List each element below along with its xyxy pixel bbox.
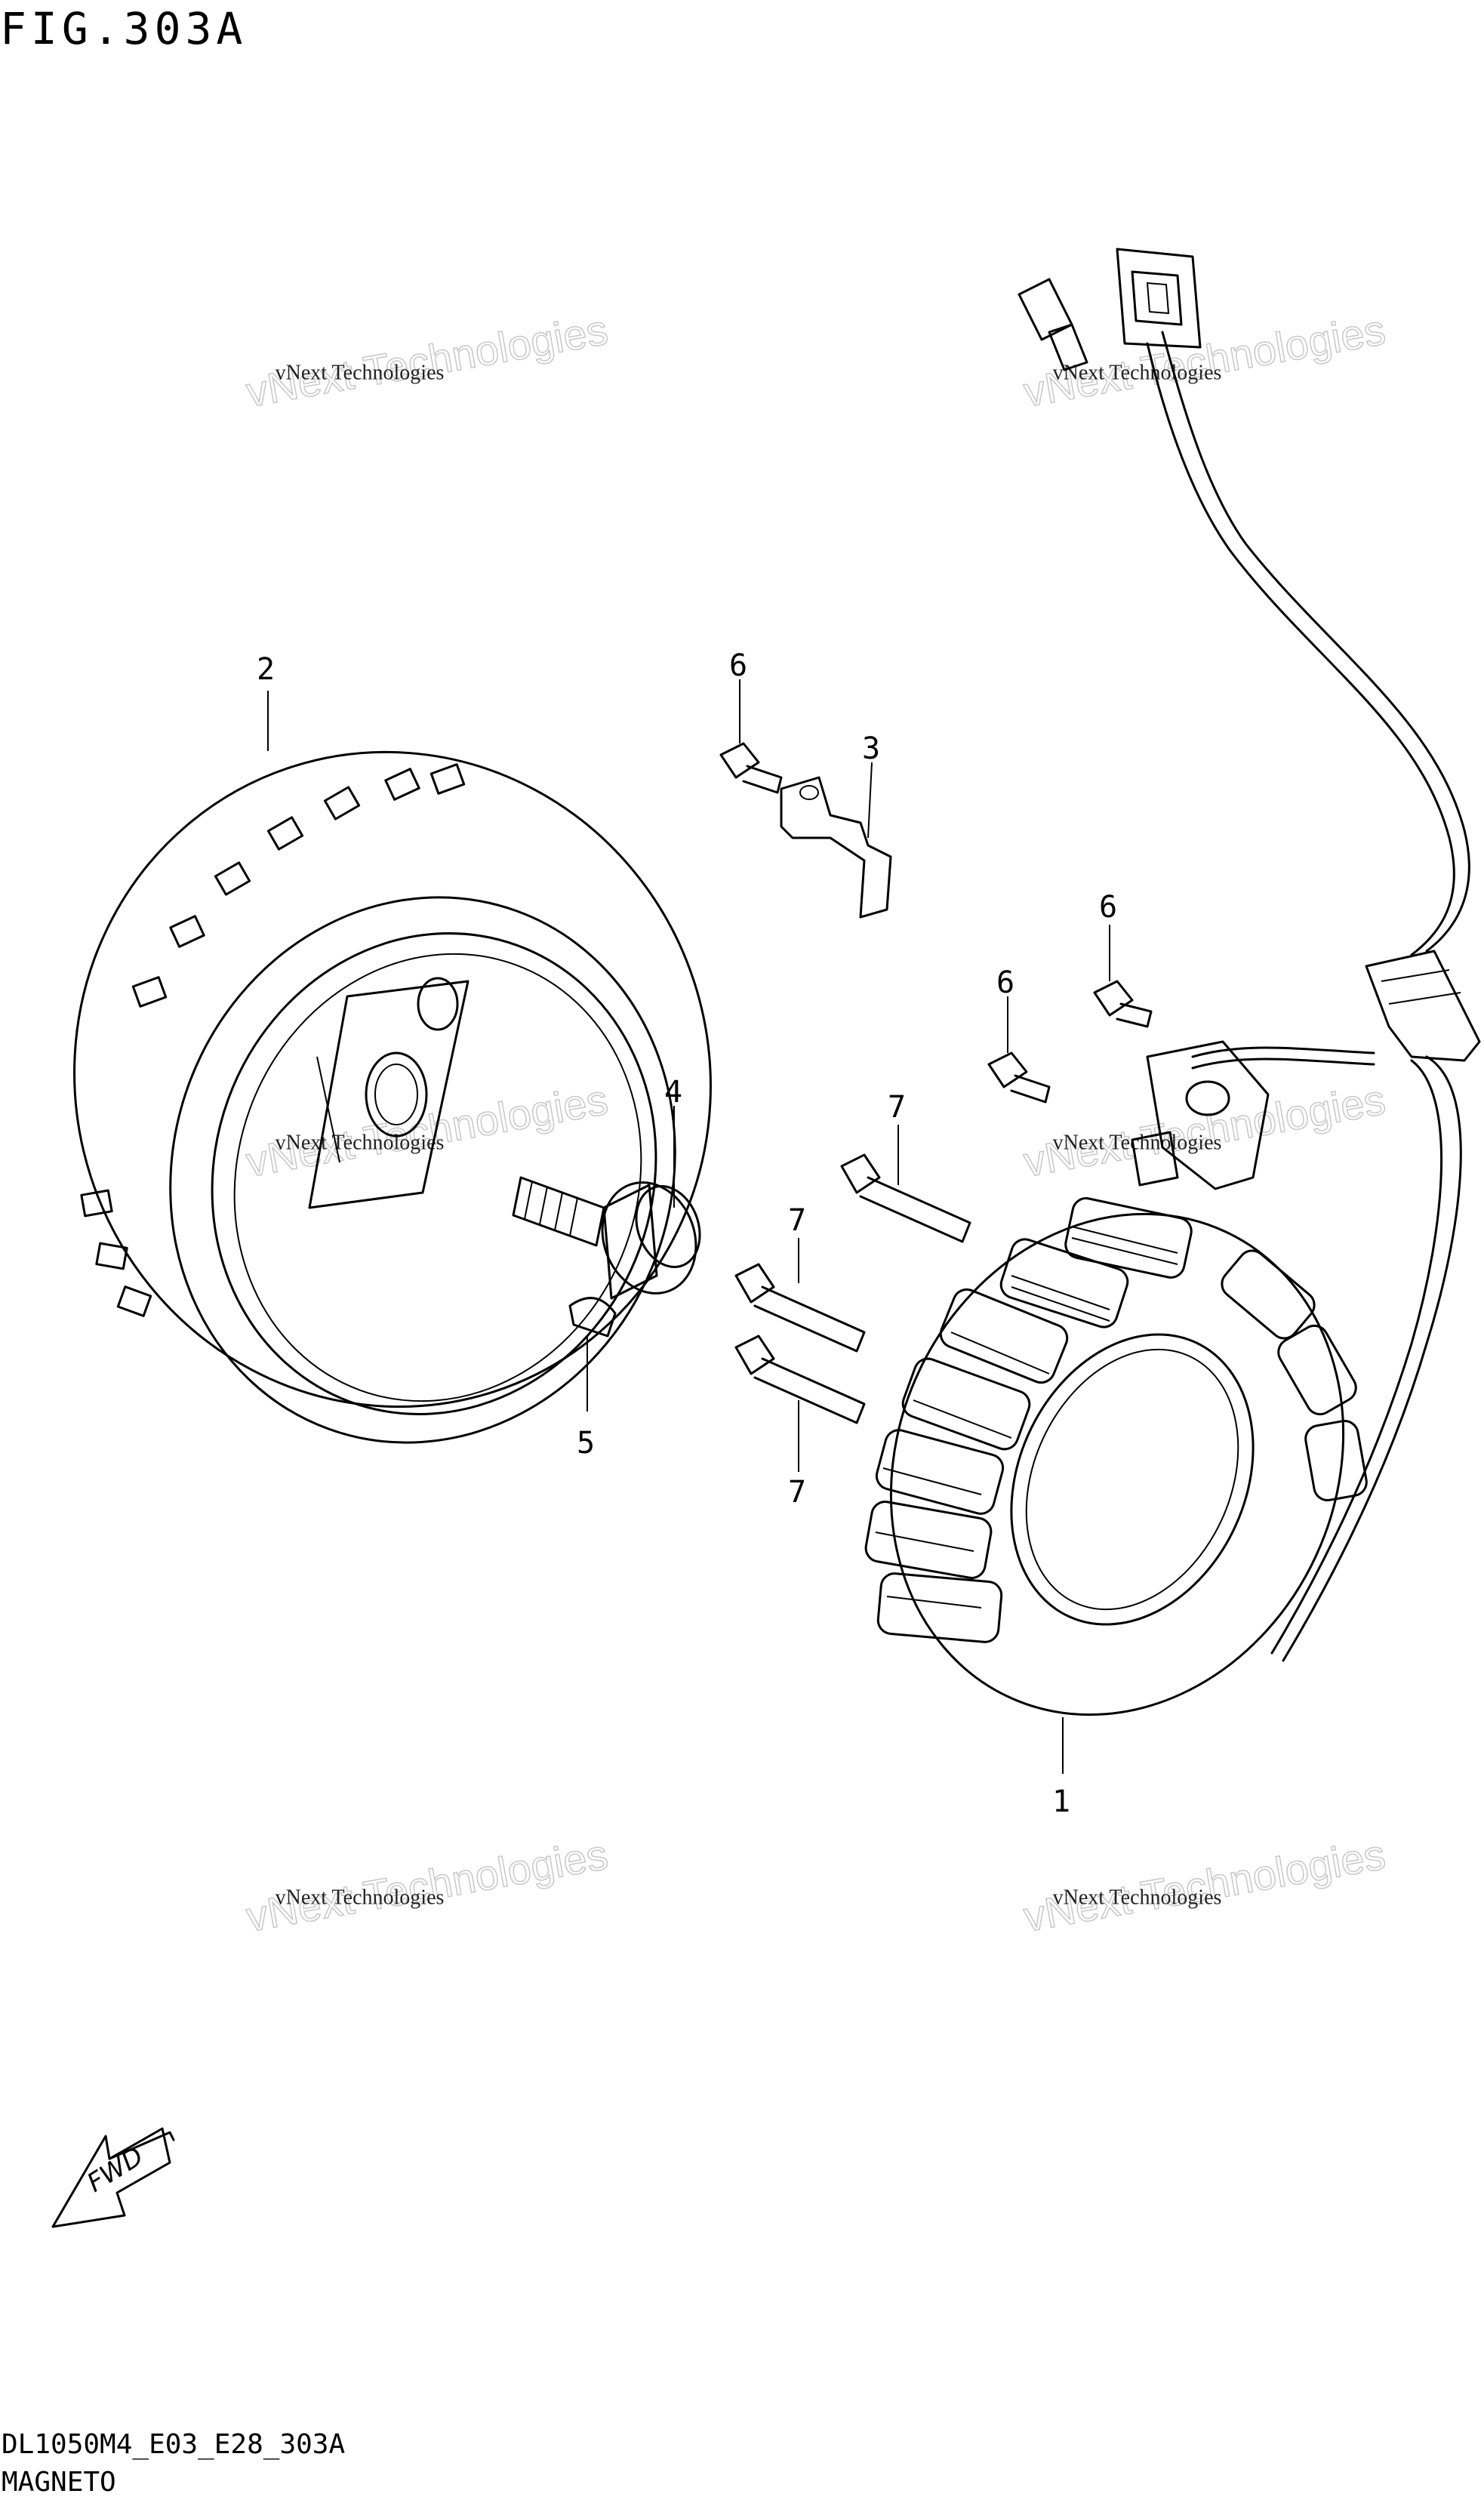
stator-outer [889, 1212, 1345, 1716]
bracket-part [780, 762, 892, 919]
leader-3 [867, 762, 873, 839]
stator-coils [864, 1197, 1368, 1643]
callout-1: 1 [1052, 1784, 1070, 1819]
watermark-text: vNext Technologies [276, 1886, 445, 1910]
watermark-text: vNext Technologies [276, 1131, 445, 1155]
stator-bore [1010, 1333, 1255, 1626]
rotor-rim-back [73, 750, 712, 1408]
rotor-rim-front-inner [211, 932, 657, 1415]
callout-5: 5 [577, 1426, 595, 1461]
callout-4: 4 [664, 1075, 682, 1110]
rotor-inner-edge [316, 1056, 340, 1163]
fwd-label: FWD [82, 2141, 149, 2199]
wiring-harness [1146, 331, 1470, 1662]
rotor-magnet-slots [80, 763, 466, 1317]
watermark-text: vNext Technologies [276, 362, 445, 385]
key-part [568, 1297, 617, 1412]
watermark-bottom-left: vNext Technologies vNext Technologies [242, 1830, 612, 1941]
watermark-top-left: vNext Technologies vNext Technologies [242, 305, 612, 417]
rotor-part [73, 691, 712, 1444]
fwd-arrow-icon: FWD [51, 2127, 175, 2228]
watermark-text: vNext Technologies [1053, 1131, 1222, 1155]
screw-6c [987, 996, 1051, 1104]
stator-coil-windings [875, 1226, 1178, 1609]
rotor-hub-bolt-hole [417, 977, 459, 1031]
callout-7c: 7 [788, 1475, 806, 1510]
rotor-hub-bore-inner [374, 1064, 418, 1125]
callout-6b: 6 [1099, 890, 1117, 925]
callout-6a: 6 [729, 648, 747, 683]
watermark-bottom-right: vNext Technologies vNext Technologies [1020, 1830, 1390, 1941]
stator-part [864, 1197, 1368, 1774]
rotor-hub-bore [365, 1051, 428, 1138]
callout-7a: 7 [888, 1090, 906, 1125]
bolt-7b [734, 1263, 866, 1353]
coupler-connector [1116, 248, 1202, 349]
bolt-part [512, 1106, 701, 1300]
callout-2: 2 [257, 652, 275, 687]
watermark-text: vNext Technologies [1053, 1886, 1222, 1910]
rotor-hub-plate [308, 980, 470, 1209]
bolt-7a [840, 1125, 971, 1243]
callout-6c: 6 [996, 965, 1014, 1000]
screw-6a [719, 679, 783, 794]
diagram-code: DL1050M4_E03_E28_303A [2, 2429, 346, 2460]
bolt-7c [734, 1238, 866, 1472]
grommet [1365, 950, 1481, 1062]
diagram-name: MAGNETO [2, 2467, 116, 2498]
pickup-sensor [1131, 1040, 1270, 1190]
screw-6b [1093, 925, 1153, 1028]
watermark-mid-right: vNext Technologies vNext Technologies [1020, 1075, 1390, 1187]
rotor-rim-front-outer [169, 896, 676, 1444]
watermark-top-right: vNext Technologies vNext Technologies [1020, 305, 1390, 417]
callout-7b: 7 [788, 1203, 806, 1238]
callout-3: 3 [862, 731, 880, 766]
figure-title: FIG.303A [0, 3, 248, 54]
small-connector [1018, 278, 1088, 371]
rotor-rim-lip [233, 953, 642, 1402]
